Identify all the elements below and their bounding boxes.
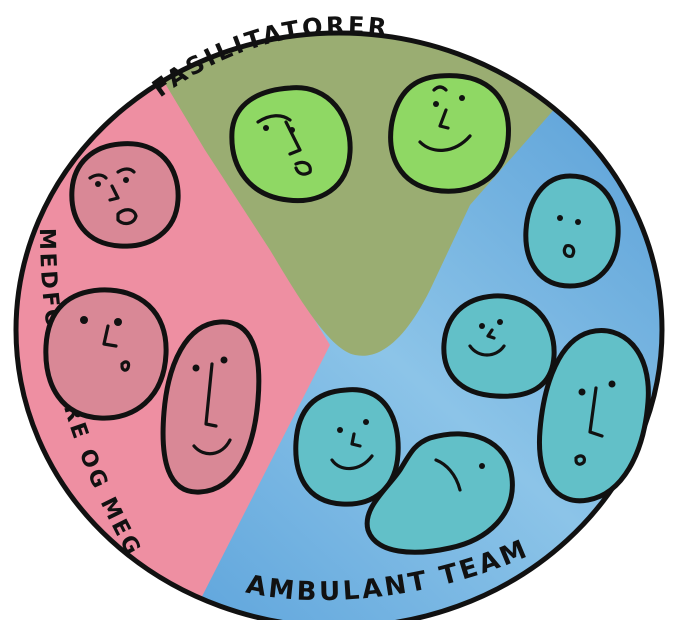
face-pink-2 [46, 290, 166, 418]
face-green-2 [391, 76, 509, 192]
face-teal-1 [526, 176, 618, 286]
face-teal-4 [296, 390, 398, 504]
face-pink-1 [72, 144, 178, 247]
face-teal-2 [444, 296, 554, 396]
face-green-1 [232, 88, 350, 201]
